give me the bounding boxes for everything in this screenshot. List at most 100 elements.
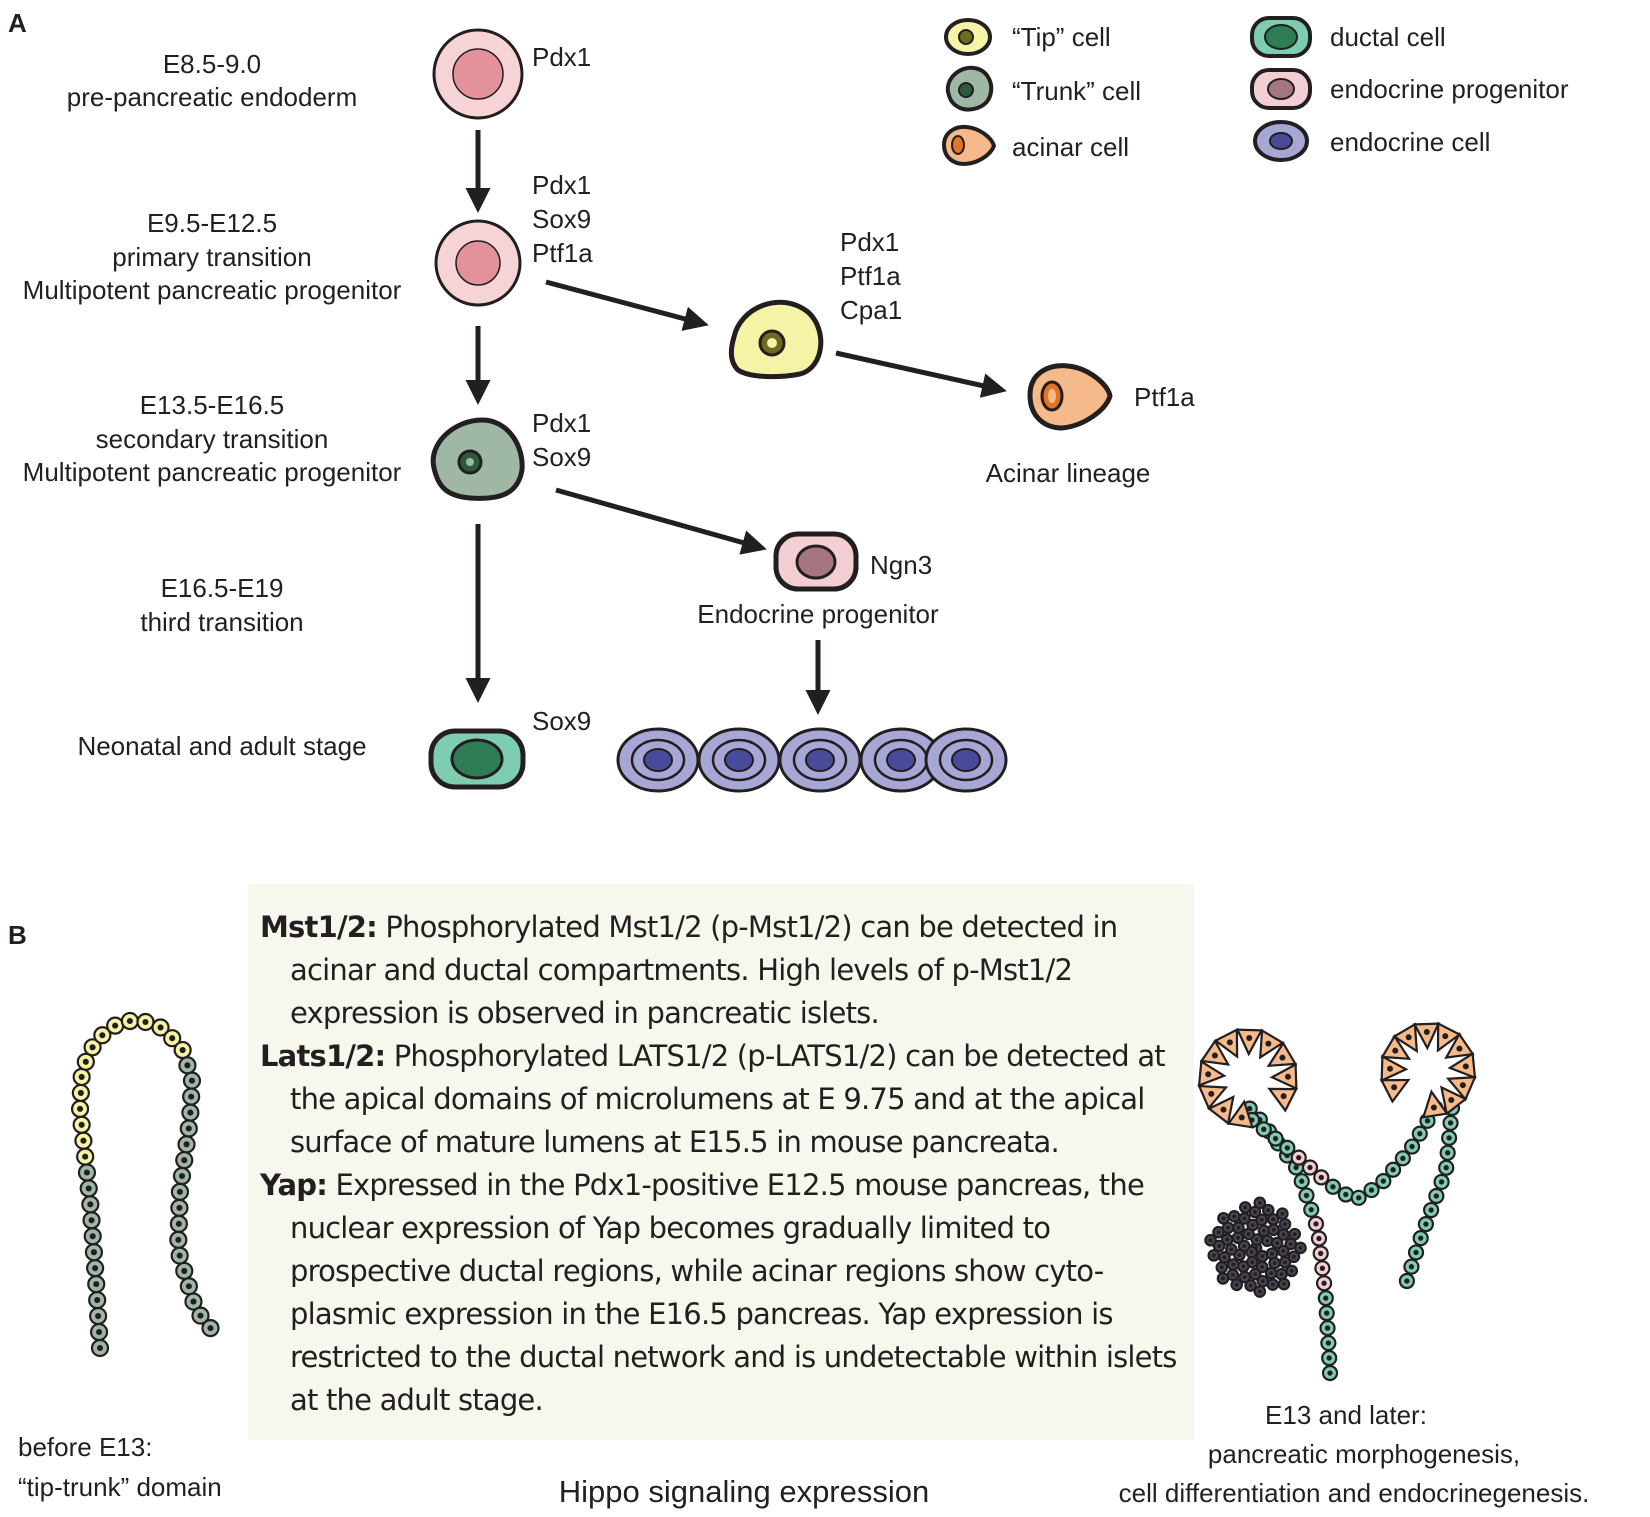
cell-nucleus [1327,1370,1333,1376]
cell-nucleus [1232,1214,1237,1219]
stage-3-line-2: secondary transition [96,424,329,454]
stage-2-line-1: E9.5-E12.5 [147,208,277,238]
stage-2-line-3: Multipotent pancreatic progenitor [23,275,402,305]
cell-nucleus [1242,1275,1247,1280]
endocrine-cell [924,727,1008,793]
cell-nucleus [1225,1237,1230,1242]
tip-marker-ptf1a: Ptf1a [840,261,901,291]
cell-nucleus [1392,1047,1399,1054]
cell-nucleus [1321,1280,1327,1286]
cell-nucleus [1325,1340,1332,1346]
cell-nucleus [1456,1045,1463,1052]
yap-text: Expressed in the Pdx1-positive E12.5 mou… [290,1168,1177,1417]
cell-nucleus [1308,1207,1314,1213]
cell-nucleus [1242,1216,1247,1221]
tip-marker-cpa1: Cpa1 [840,295,902,325]
stage-3-line-1: E13.5-E16.5 [140,390,285,420]
cell-nucleus [1284,1145,1290,1151]
cell-nucleus [1254,1237,1259,1242]
stage-4-line-2: third transition [140,607,303,637]
acinar-cell [1421,1089,1449,1119]
cell-nucleus [94,1297,101,1304]
cell-nucleus [1257,1200,1262,1205]
cell-nucleus [88,1217,95,1224]
cell-nucleus [1270,1251,1274,1256]
cell-nucleus [1326,1355,1332,1361]
cell-nucleus [78,1073,85,1080]
cell-nucleus [1324,1310,1330,1316]
right-caption-line-3: cell differentiation and endocrinegenesi… [1119,1478,1590,1508]
cell-nucleus [1433,1193,1440,1199]
endocrine-progenitor-cell [773,531,859,592]
acinar-cell [1197,1059,1227,1088]
cell-nucleus [82,1058,89,1065]
primary-progenitor-cell [434,219,522,307]
cell-nucleus [1271,1227,1276,1232]
legend-trunk-label: “Trunk” cell [1012,76,1141,106]
cell-nucleus [1248,1283,1253,1288]
cell-nucleus [1265,1040,1272,1047]
endocrine-progenitor-marker-ngn3: Ngn3 [870,550,932,580]
stage-1-line-2: pre-pancreatic endoderm [67,82,358,112]
cell-nucleus [1279,1054,1286,1061]
cell-nucleus [1289,1268,1294,1273]
cell-nucleus [181,1267,188,1274]
cell-nucleus [1288,1241,1293,1246]
cell-nucleus [1390,1167,1396,1173]
cell-nucleus [1400,1155,1406,1161]
legend-endocrine-cell-label: endocrine cell [1330,127,1490,157]
acinar-cell [1197,1084,1229,1111]
cell-nucleus [1241,1264,1246,1269]
cell-nucleus [1343,1191,1349,1198]
cell-nucleus [1249,1250,1254,1255]
cell-nucleus [1260,1279,1265,1284]
secondary-marker-pdx1: Pdx1 [532,408,591,438]
cell-nucleus [1211,1253,1216,1258]
center-caption: Hippo signaling expression [559,1474,930,1509]
right-caption-line-1: E13 and later: [1265,1400,1427,1430]
cell-nucleus [1330,1184,1336,1190]
cell-nucleus [1380,1178,1386,1184]
cell-nucleus [176,1188,183,1195]
cell-nucleus [1318,1250,1324,1257]
cell-nucleus [1234,1282,1239,1287]
cell-nucleus [93,1281,100,1288]
cell-nucleus [99,1032,106,1039]
cell-nucleus [1216,1230,1221,1235]
cell-nucleus [181,1157,188,1164]
cell-nucleus [1324,1325,1331,1331]
cell-nucleus [1261,1228,1266,1233]
cell-nucleus [77,1105,84,1112]
branched-epithelium [1197,1021,1477,1382]
cell-nucleus [1270,1282,1275,1287]
secondary-progenitor-cell [430,417,525,501]
cell-nucleus [1226,1039,1233,1046]
cell-nucleus [1261,1126,1267,1132]
cell-nucleus [112,1022,119,1029]
cell-nucleus [1318,1174,1324,1181]
cell-nucleus [1229,1247,1234,1252]
cell-nucleus [179,1047,186,1054]
cell-nucleus [83,1169,90,1176]
cell-nucleus [1221,1276,1225,1281]
cell-nucleus [1423,1029,1430,1036]
cell-nucleus [1283,1260,1287,1265]
tip-marker-pdx1: Pdx1 [840,227,899,257]
right-caption-line-2: pancreatic morphogenesis, [1208,1439,1520,1469]
acinar-cell [1258,1028,1285,1060]
lats-text: Phosphorylated LATS1/2 (p-LATS1/2) can b… [290,1039,1166,1159]
ductal-cell [428,728,526,790]
arrow-secondary-to-endocrine-progenitor [555,487,767,555]
cell-nucleus [1428,1207,1434,1213]
acinar-cell [1380,1054,1409,1083]
cell-nucleus [1238,1114,1245,1121]
cell-nucleus [89,1044,96,1051]
cell-nucleus [1237,1253,1242,1257]
cell-nucleus [77,1089,84,1096]
cell-nucleus [1298,1245,1303,1250]
cell-nucleus [187,1109,194,1116]
cell-nucleus [1418,1235,1424,1241]
endocrine-cell [616,727,700,793]
cell-nucleus [1272,1261,1277,1266]
tip-cell [728,299,824,380]
